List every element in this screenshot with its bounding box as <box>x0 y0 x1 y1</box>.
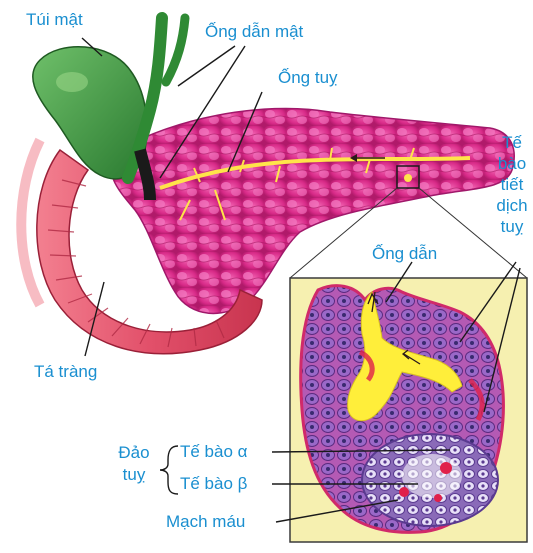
secretory-word-4: dịch <box>494 195 530 216</box>
secretory-word-5: tuỵ <box>494 216 530 237</box>
label-gallbladder: Túi mật <box>26 10 83 29</box>
secretory-word-1: Tế <box>494 132 530 153</box>
label-bile-duct: Ống dẫn mật <box>205 22 303 41</box>
secretory-word-3: tiết <box>494 174 530 195</box>
label-duct: Ống dẫn <box>372 244 437 263</box>
label-blood-vessel: Mạch máu <box>166 512 245 531</box>
label-beta-cell: Tế bào β <box>180 474 247 493</box>
label-pancreatic-duct: Ống tuỵ <box>278 68 338 87</box>
label-alpha-cell: Tế bào α <box>180 442 247 461</box>
label-islet: Đảo tuỵ <box>112 442 156 486</box>
label-duodenum: Tá tràng <box>34 362 97 381</box>
label-secretory-cells: Tế bào tiết dịch tuỵ <box>494 132 530 237</box>
islet-word-1: Đảo <box>112 442 156 464</box>
secretory-word-2: bào <box>494 153 530 174</box>
islet-word-2: tuỵ <box>112 464 156 486</box>
